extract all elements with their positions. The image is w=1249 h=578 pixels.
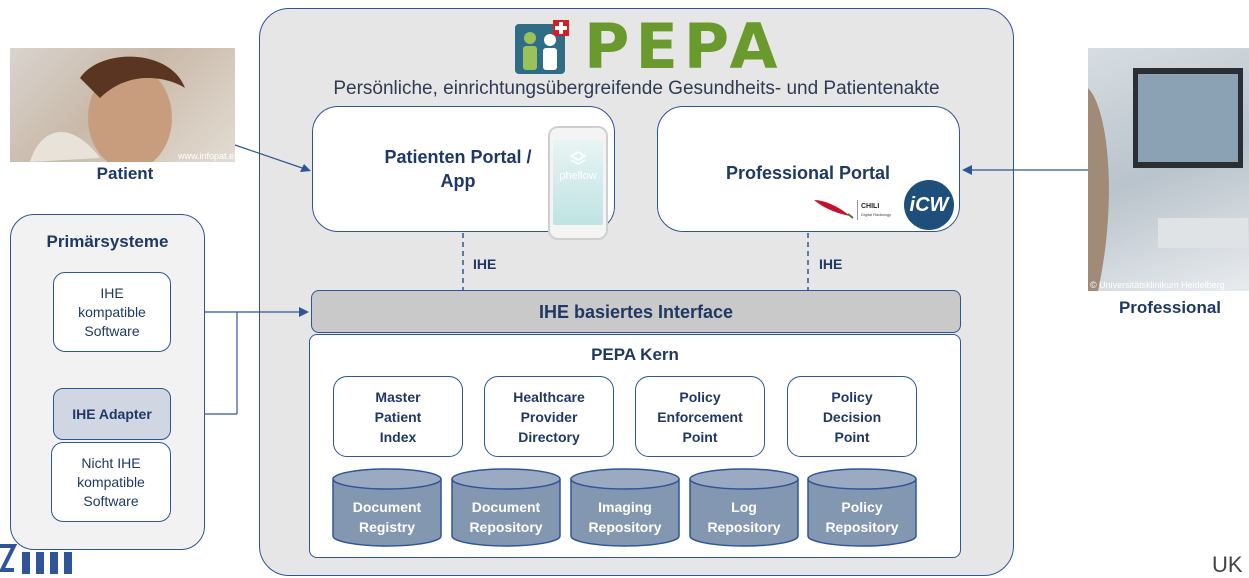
imaging-repository-cylinder <box>570 468 680 547</box>
policy-repository-label: Policy Repository <box>825 499 899 535</box>
healthcare-provider-directory: Healthcare Provider Directory <box>484 376 614 457</box>
document-registry-label: Document Registry <box>352 499 422 535</box>
patient-photo-shapes <box>30 56 185 162</box>
master-patient-index: Master Patient Index <box>333 376 463 457</box>
patient-portal-title-line1: Patienten Portal / <box>384 147 532 167</box>
ihe-adapter: IHE Adapter <box>53 388 171 440</box>
patient-label: Patient <box>96 164 154 183</box>
imaging-repository-label: Imaging Repository <box>588 499 662 535</box>
institute-logo <box>0 544 72 574</box>
document-repository-cylinder <box>451 468 561 547</box>
ihe-compatible-software: IHE kompatible Software <box>53 272 171 352</box>
chili-divider <box>857 200 858 220</box>
chili-logo-subtext: Digital Radiology <box>861 212 892 217</box>
log-repository-label: Log Repository <box>707 499 781 535</box>
policy-repository-cylinder <box>807 468 917 547</box>
professional-photo-credit: © Universitätsklinikum Heidelberg <box>1090 280 1225 290</box>
pepa-logo-icon <box>515 20 569 74</box>
ukhd-logo-text: UK <box>1212 552 1243 577</box>
primaersysteme-title: Primärsysteme <box>46 232 169 251</box>
patient-photo-credit: www.infopat.eu <box>178 151 240 161</box>
pepa-kern-title: PEPA Kern <box>591 345 679 364</box>
phellow-app-name: phellow <box>559 170 597 182</box>
patient-photo <box>10 48 235 162</box>
ihe-label-right: IHE <box>819 256 843 272</box>
policy-decision-point: Policy Decision Point <box>787 376 917 457</box>
document-registry-cylinder <box>332 468 442 547</box>
chili-logo-text: CHILI <box>861 203 880 210</box>
professional-arrow-head <box>962 165 972 175</box>
patient-arrow-head <box>300 164 311 172</box>
ihe-label-left: IHE <box>473 256 497 272</box>
icw-logo: iCW <box>904 180 954 230</box>
document-repository-label: Document Repository <box>469 499 543 535</box>
patient-portal-title-line2: App <box>440 171 476 191</box>
pepa-wordmark: PEPA <box>584 10 784 83</box>
non-ihe-compatible-software: Nicht IHE kompatible Software <box>51 442 171 522</box>
professional-photo <box>1088 48 1249 291</box>
professional-portal-title: Professional Portal <box>725 163 891 183</box>
primary-arrow-head <box>299 307 309 317</box>
ihe-interface-bar: IHE basiertes Interface <box>311 290 961 333</box>
phellow-logo-icon <box>569 151 587 165</box>
pepa-subtitle: Persönliche, einrichtungsübergreifende G… <box>333 78 940 99</box>
chili-pepper-icon <box>814 200 854 219</box>
professional-photo-shapes <box>1088 68 1248 291</box>
phone-screen <box>553 140 603 225</box>
log-repository-cylinder <box>689 468 799 547</box>
patient-arrow-line <box>231 143 309 171</box>
policy-enforcement-point: Policy Enforcement Point <box>635 376 765 457</box>
professional-label: Professional <box>1118 298 1222 317</box>
